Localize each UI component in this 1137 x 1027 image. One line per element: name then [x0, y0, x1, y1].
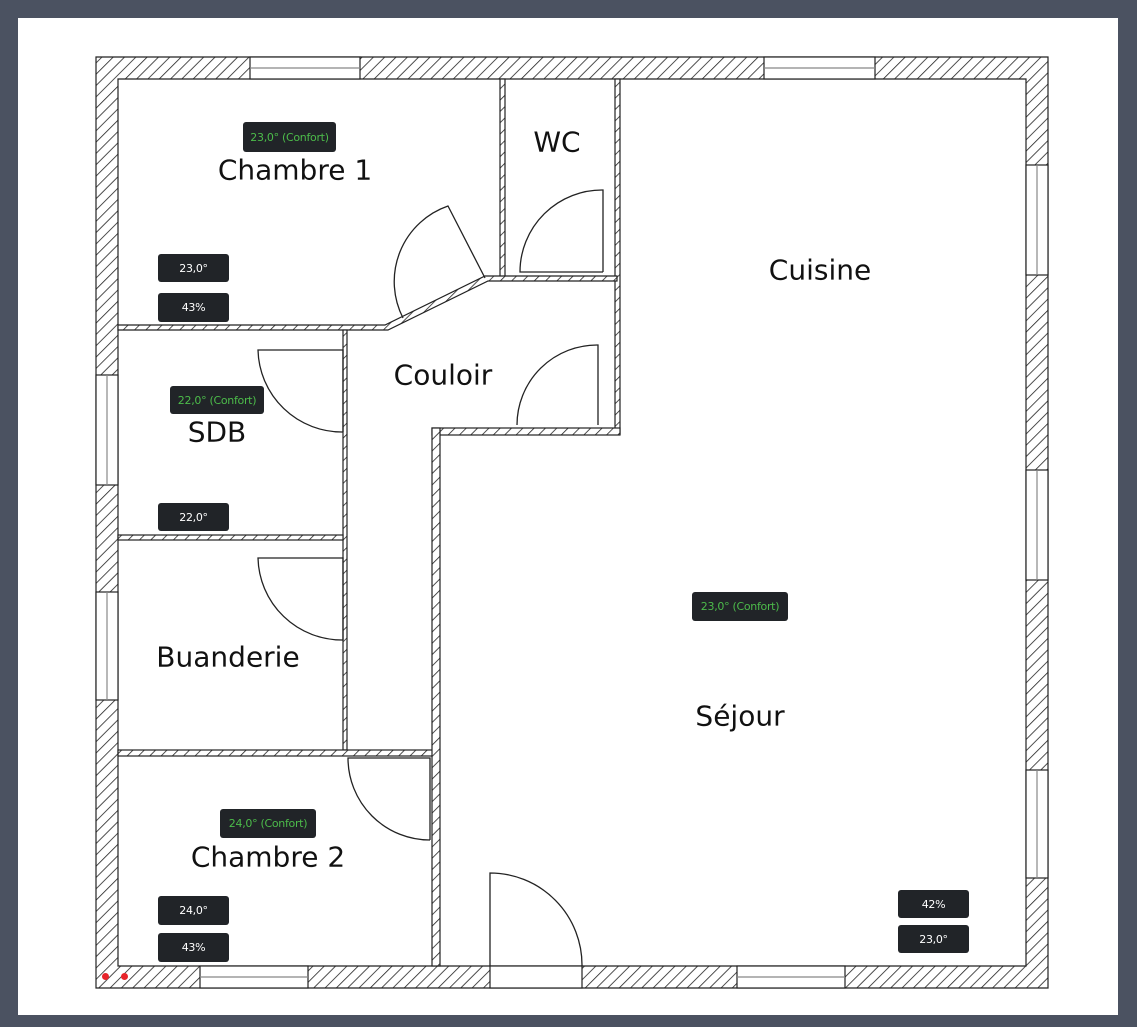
sdb-temperature-badge[interactable]: 22,0° [158, 503, 229, 531]
chambre1-setpoint-badge[interactable]: 23,0° (Confort) [243, 122, 336, 152]
door [347, 757, 431, 841]
door [519, 189, 604, 273]
door [257, 349, 344, 433]
chambre2-setpoint-badge[interactable]: 24,0° (Confort) [220, 809, 316, 838]
status-dot [102, 973, 109, 980]
wall [117, 275, 618, 331]
wall [614, 78, 621, 435]
room-label-chambre-1: Chambre 1 [217, 153, 373, 187]
door [516, 344, 599, 426]
wall [117, 749, 435, 757]
door [489, 872, 583, 967]
door [257, 557, 344, 641]
entrance-opening [489, 965, 583, 989]
room-label-couloir: Couloir [393, 358, 493, 392]
room-label-wc: WC [533, 125, 581, 159]
room-label-sejour: Séjour [695, 699, 785, 733]
wall [431, 427, 621, 436]
wall [499, 78, 506, 280]
chambre1-temperature-badge[interactable]: 23,0° [158, 254, 229, 282]
door [393, 205, 486, 319]
sejour-humidity-badge[interactable]: 42% [898, 890, 969, 918]
chambre1-humidity-badge[interactable]: 43% [158, 293, 229, 322]
wall [117, 534, 344, 541]
doors [257, 189, 604, 967]
sejour-setpoint-badge[interactable]: 23,0° (Confort) [692, 592, 788, 621]
chambre2-humidity-badge[interactable]: 43% [158, 933, 229, 962]
sdb-setpoint-badge[interactable]: 22,0° (Confort) [170, 386, 264, 414]
chambre2-temperature-badge[interactable]: 24,0° [158, 896, 229, 925]
sejour-temperature-badge[interactable]: 23,0° [898, 925, 969, 953]
room-label-chambre-2: Chambre 2 [190, 840, 346, 874]
room-label-sdb: SDB [187, 415, 247, 449]
room-label-cuisine: Cuisine [768, 253, 872, 287]
windows [95, 56, 1049, 989]
wall [431, 427, 441, 967]
status-dot [121, 973, 128, 980]
room-label-buanderie: Buanderie [156, 640, 300, 674]
